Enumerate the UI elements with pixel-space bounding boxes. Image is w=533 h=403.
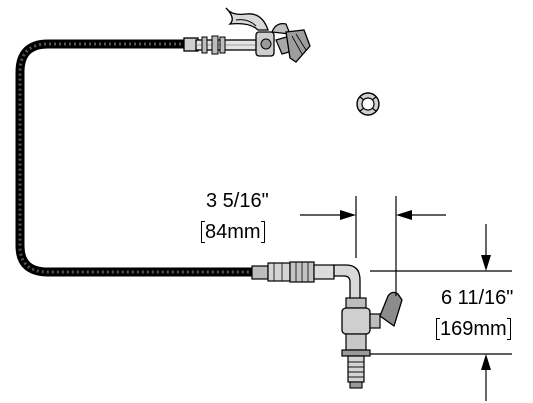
height-metric-label: 169mm bbox=[436, 318, 511, 340]
control-valve bbox=[341, 291, 403, 389]
height-dimension bbox=[370, 224, 512, 401]
mounting-nut bbox=[356, 92, 380, 116]
flexible-hose-highlight bbox=[18, 42, 256, 274]
height-imperial-label: 6 11/16" bbox=[441, 287, 514, 309]
width-metric-value: 84mm bbox=[201, 221, 265, 243]
width-imperial-label: 3 5/16" bbox=[206, 190, 269, 212]
riser-elbow bbox=[333, 264, 361, 301]
width-dimension bbox=[300, 196, 446, 296]
hose-connector bbox=[251, 261, 335, 283]
width-metric-label: 84mm bbox=[201, 221, 265, 243]
height-metric-value: 169mm bbox=[436, 318, 511, 340]
spray-valve bbox=[183, 7, 311, 63]
